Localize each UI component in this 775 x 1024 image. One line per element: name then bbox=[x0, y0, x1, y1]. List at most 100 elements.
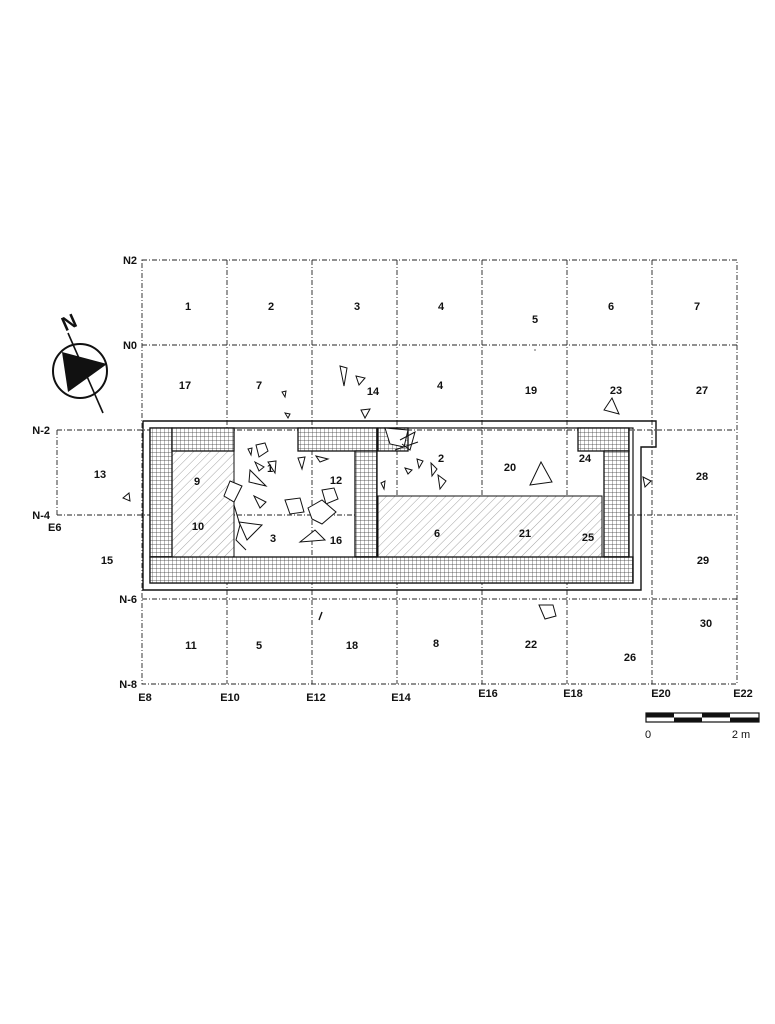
scale-bar: 0 2 m bbox=[645, 712, 760, 741]
stone bbox=[252, 494, 267, 509]
easting-label: E20 bbox=[651, 688, 671, 700]
scale-end-label: 2 m bbox=[732, 729, 750, 741]
stone bbox=[307, 499, 337, 525]
unit-number: 21 bbox=[519, 528, 531, 540]
stone bbox=[437, 473, 447, 491]
unit-number: 11 bbox=[185, 640, 197, 652]
wall-south bbox=[149, 556, 634, 584]
unit-number: 1 bbox=[185, 301, 191, 313]
unit-number: 19 bbox=[525, 385, 537, 397]
wall-west bbox=[149, 427, 173, 558]
easting-label-e6: E6 bbox=[48, 522, 61, 534]
unit-number: 9 bbox=[194, 476, 200, 488]
stone bbox=[255, 442, 269, 458]
floor-west-room bbox=[171, 450, 235, 558]
floor-east-room bbox=[377, 495, 603, 558]
unit-number: 24 bbox=[579, 453, 592, 465]
stone bbox=[603, 396, 620, 415]
stone bbox=[281, 390, 287, 399]
northing-label: N-6 bbox=[119, 594, 137, 606]
stone bbox=[298, 529, 327, 543]
stone bbox=[297, 456, 306, 471]
unit-number: 18 bbox=[346, 640, 358, 652]
easting-label: E14 bbox=[391, 692, 411, 704]
unit-number: 29 bbox=[697, 555, 709, 567]
unit-number: 16 bbox=[330, 535, 342, 547]
unit-number: 15 bbox=[101, 555, 113, 567]
easting-labels: E8 E10 E12 E14 E16 E18 E20 E22 bbox=[138, 688, 753, 704]
stone bbox=[430, 461, 438, 478]
unit-number: 4 bbox=[438, 301, 445, 313]
stone bbox=[529, 460, 553, 486]
wall-central-north bbox=[297, 427, 378, 452]
easting-label: E12 bbox=[306, 692, 326, 704]
unit-number: 30 bbox=[700, 618, 712, 630]
scale-start-label: 0 bbox=[645, 729, 651, 741]
unit-number: 22 bbox=[525, 639, 537, 651]
northing-label: N-2 bbox=[32, 425, 50, 437]
unit-number: 6 bbox=[434, 528, 440, 540]
stone bbox=[248, 468, 268, 487]
wall-east bbox=[603, 450, 630, 558]
floor-areas bbox=[171, 450, 603, 558]
stone bbox=[538, 604, 557, 620]
northing-label: N-4 bbox=[32, 510, 51, 522]
stone bbox=[253, 460, 265, 472]
easting-label: E22 bbox=[733, 688, 753, 700]
wall-central-spine bbox=[354, 450, 378, 558]
unit-number: 28 bbox=[696, 471, 708, 483]
unit-number: 20 bbox=[504, 462, 516, 474]
unit-number: 13 bbox=[94, 469, 106, 481]
wall-northwest-stub bbox=[171, 427, 235, 452]
unit-number: 26 bbox=[624, 652, 636, 664]
stone bbox=[416, 458, 424, 470]
unit-number: 4 bbox=[437, 380, 444, 392]
stone bbox=[642, 476, 652, 489]
easting-label: E10 bbox=[220, 692, 240, 704]
unit-number: 27 bbox=[696, 385, 708, 397]
stone bbox=[339, 365, 348, 387]
northing-labels: N2 N0 N-2 N-4 N-6 N-8 E6 bbox=[32, 255, 137, 691]
stone bbox=[321, 487, 339, 505]
north-arrow: N bbox=[52, 310, 108, 414]
unit-number: 2 bbox=[268, 301, 274, 313]
stone bbox=[283, 412, 291, 420]
unit-number: 5 bbox=[532, 314, 538, 326]
stone bbox=[267, 460, 277, 475]
stone bbox=[314, 455, 330, 463]
easting-label: E16 bbox=[478, 688, 498, 700]
north-arrow-pointer-icon bbox=[62, 352, 107, 392]
unit-number: 3 bbox=[270, 533, 276, 545]
stone bbox=[404, 467, 413, 475]
unit-number: 7 bbox=[256, 380, 262, 392]
unit-numbers: 1 2 3 4 5 6 7 17 7 14 4 19 23 27 13 9 1 … bbox=[94, 301, 712, 664]
stone bbox=[238, 521, 264, 541]
unit-number: 23 bbox=[610, 385, 622, 397]
unit-number: 14 bbox=[367, 386, 380, 398]
unit-number: 3 bbox=[354, 301, 360, 313]
unit-number: 7 bbox=[694, 301, 700, 313]
stone-scatter bbox=[122, 349, 652, 621]
unit-number: 10 bbox=[192, 521, 204, 533]
stone bbox=[380, 480, 386, 491]
stone bbox=[360, 408, 371, 420]
unit-number: 5 bbox=[256, 640, 262, 652]
unit-number: 8 bbox=[433, 638, 439, 650]
stone bbox=[247, 447, 253, 457]
northing-label: N0 bbox=[123, 340, 137, 352]
easting-label: E8 bbox=[138, 692, 151, 704]
unit-number: 25 bbox=[582, 532, 594, 544]
stone bbox=[355, 375, 366, 386]
north-arrow-letter: N bbox=[58, 310, 80, 336]
unit-number: 12 bbox=[330, 475, 342, 487]
stone bbox=[223, 480, 243, 503]
unit-number: 1 bbox=[267, 463, 273, 475]
northing-label: N-8 bbox=[119, 679, 137, 691]
wall-northeast-stub bbox=[577, 427, 630, 452]
stone bbox=[122, 492, 131, 502]
easting-label: E18 bbox=[563, 688, 583, 700]
unit-number: 17 bbox=[179, 380, 191, 392]
stone bbox=[284, 497, 305, 515]
northing-label: N2 bbox=[123, 255, 137, 267]
unit-number: 6 bbox=[608, 301, 614, 313]
